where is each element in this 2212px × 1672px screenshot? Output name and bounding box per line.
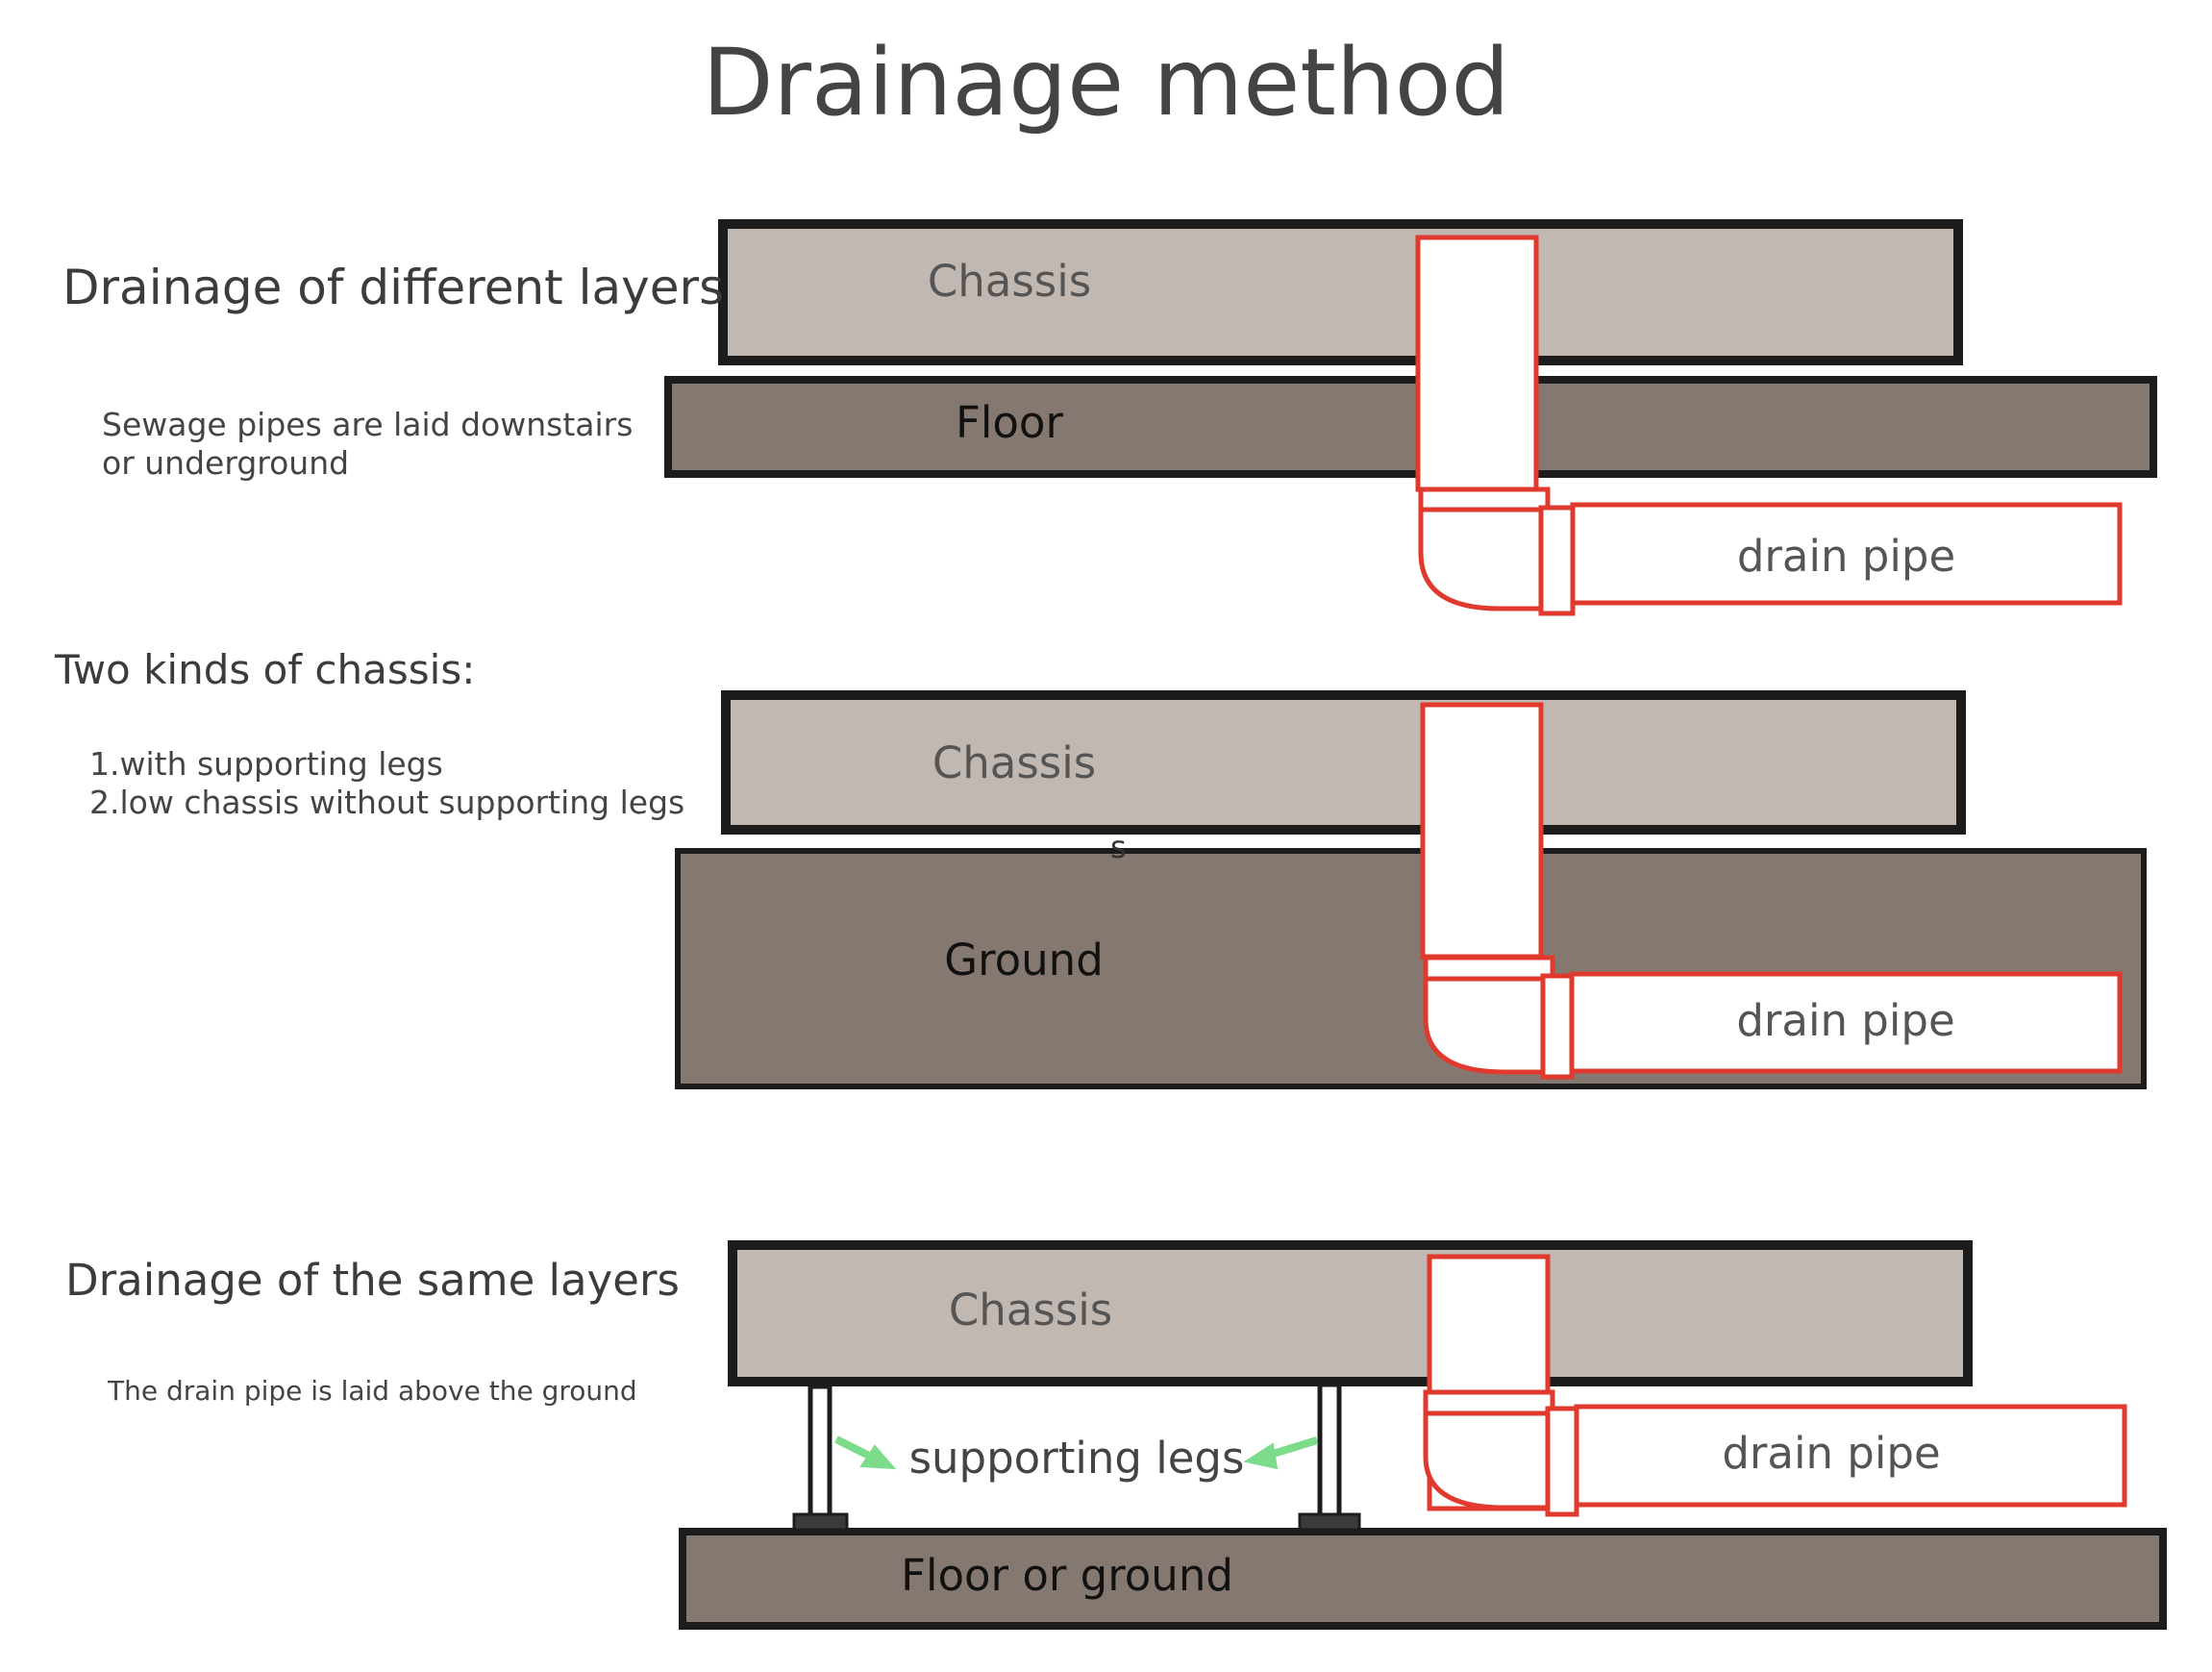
- section2-chassis-label: Chassis: [932, 737, 1097, 788]
- section3-heading: Drainage of the same layers: [65, 1255, 680, 1306]
- drain-pipe-assembly: [1423, 1254, 2127, 1517]
- green-arrow-left: [834, 1435, 897, 1470]
- floor-slab: [679, 1528, 2167, 1630]
- section3-drawing: [679, 1240, 2167, 1630]
- section2-item1: 1.with supporting legs: [89, 745, 443, 783]
- section1-floor-label: Floor: [956, 397, 1063, 448]
- section3-pipe-label: drain pipe: [1722, 1428, 1941, 1479]
- section3-chassis-label: Chassis: [948, 1285, 1113, 1335]
- section2-drawing: [675, 690, 2147, 1089]
- section1-heading: Drainage of different layers: [62, 260, 725, 315]
- section2-ground-label: Ground: [944, 935, 1104, 986]
- supporting-leg-left: [792, 1384, 849, 1532]
- section1-note-line1: Sewage pipes are laid downstairs: [102, 406, 634, 443]
- chassis-block: [728, 1240, 1973, 1386]
- section2-pipe-label: drain pipe: [1736, 995, 1955, 1046]
- section1-chassis-label: Chassis: [927, 256, 1092, 307]
- chassis-block: [718, 219, 1963, 365]
- section3-legs-label: supporting legs: [908, 1433, 1245, 1484]
- section2-item2: 2.low chassis without supporting legs: [89, 784, 685, 821]
- section1-drawing: [664, 219, 2157, 616]
- drain-pipe-assembly: [1415, 235, 2123, 616]
- green-arrow-right: [1243, 1436, 1319, 1470]
- section1-pipe-label: drain pipe: [1736, 531, 1956, 582]
- section1-note-line2: or underground: [102, 444, 350, 482]
- section2-stray-mark: s: [1110, 829, 1127, 865]
- chassis-block: [721, 690, 1966, 835]
- section3-floor-label: Floor or ground: [901, 1550, 1233, 1601]
- page-title: Drainage method: [702, 29, 1510, 137]
- drain-pipe-assembly: [1420, 702, 2123, 1080]
- section3-note: The drain pipe is laid above the ground: [108, 1375, 637, 1407]
- supporting-leg-right: [1298, 1382, 1361, 1532]
- section2-heading: Two kinds of chassis:: [55, 646, 476, 693]
- floor-slab: [664, 376, 2157, 478]
